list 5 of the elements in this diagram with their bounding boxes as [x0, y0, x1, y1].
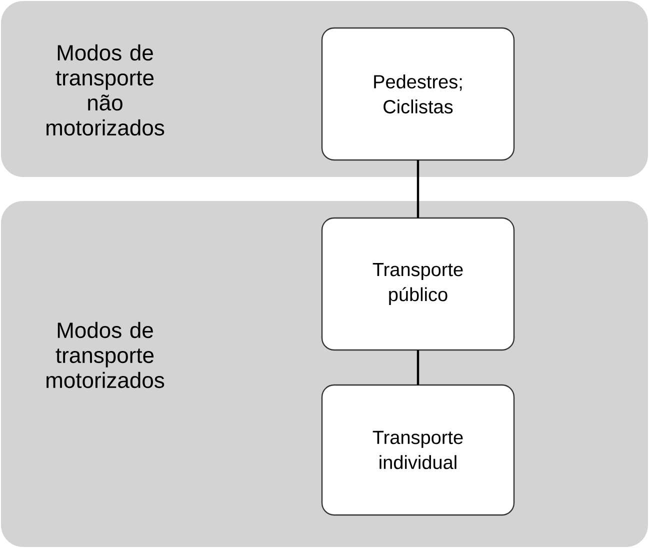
process-box: Transporte individual [321, 384, 515, 516]
process-box: Transporte público [321, 217, 515, 351]
connector-line [416, 350, 420, 385]
process-box: Pedestres; Ciclistas [321, 27, 515, 161]
connector-line [416, 160, 420, 218]
